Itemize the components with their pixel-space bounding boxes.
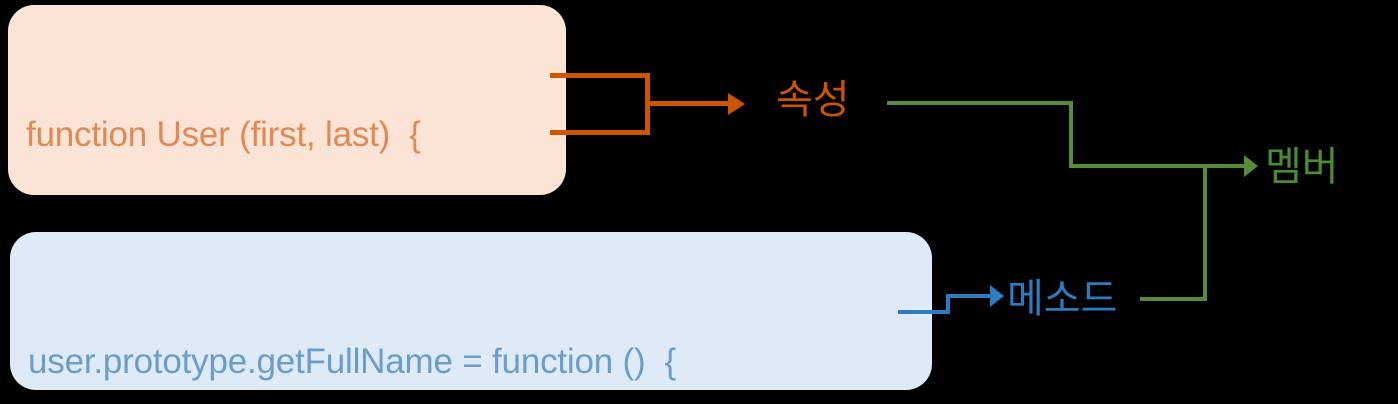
connector-lastname-line (550, 130, 650, 135)
label-method: 메소드 (1007, 277, 1118, 321)
connector-method-arrow-line (946, 294, 992, 298)
connector-property-arrow-line (645, 101, 730, 106)
connector-method-vertical (946, 294, 950, 314)
connector-method-to-member-vertical (1203, 164, 1207, 301)
connector-method-to-member-horizontal (1140, 297, 1207, 301)
connector-member-arrow-line (1203, 164, 1247, 168)
constructor-code-block: function User (first, last) { this.first… (8, 5, 566, 404)
property-arrowhead-icon (728, 93, 745, 115)
connector-firstname-line (550, 73, 650, 78)
label-property: 속성 (776, 78, 850, 122)
connector-method-line-lower (898, 310, 950, 314)
label-member: 멤버 (1265, 145, 1339, 189)
prototype-code-block: user.prototype.getFullName = function ()… (10, 232, 932, 390)
connector-property-to-member-vertical (1069, 101, 1073, 168)
connector-property-to-member-horizontal (887, 101, 1073, 105)
code-line: user.prototype.getFullName = function ()… (28, 342, 676, 381)
connector-member-junction-horizontal (1069, 164, 1207, 168)
method-arrowhead-icon (990, 285, 1004, 307)
prototype-code-text: user.prototype.getFullName = function ()… (28, 242, 760, 404)
member-arrowhead-icon (1244, 155, 1258, 177)
code-line: function User (first, last) { (26, 115, 421, 154)
